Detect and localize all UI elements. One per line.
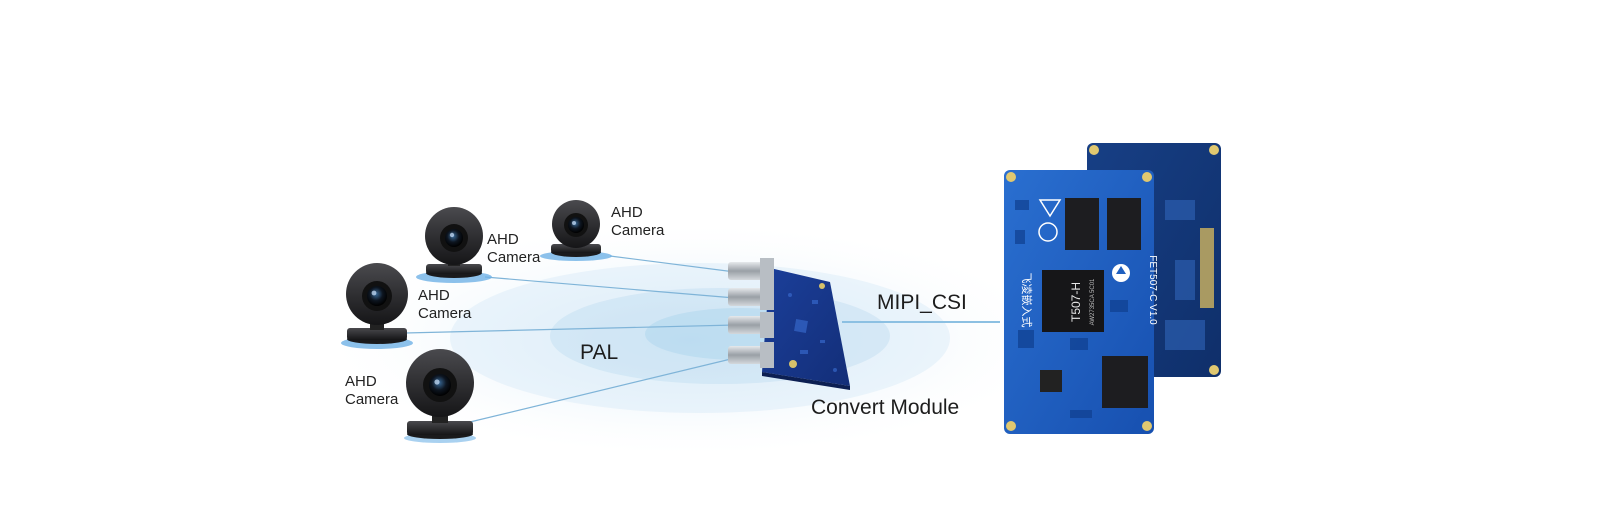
chip-marking: T507-H bbox=[1069, 282, 1083, 322]
camera-1 bbox=[540, 200, 612, 261]
line-camera-2 bbox=[484, 276, 736, 299]
bnc-connector-1 bbox=[728, 258, 774, 284]
emmc-chip bbox=[1102, 356, 1148, 408]
camera-label-1-line1: AHD bbox=[611, 204, 643, 221]
connection-lines bbox=[404, 255, 1000, 423]
chip-sub-marking: AW2735CA 5C01 bbox=[1090, 278, 1096, 325]
bnc-connector-4 bbox=[728, 342, 774, 368]
camera-label-3-line2: Camera bbox=[418, 305, 472, 322]
line-camera-4 bbox=[469, 357, 736, 423]
camera-label-3: AHD Camera bbox=[418, 287, 471, 323]
som-board-front: T507-H AW2735CA 5C01 FET507-C V1.0 飞凌嵌入式 bbox=[1004, 170, 1158, 434]
bnc-connector-2 bbox=[728, 284, 774, 310]
board-silkscreen: FET507-C V1.0 bbox=[1147, 255, 1158, 325]
bnc-connector-3 bbox=[728, 312, 774, 338]
brand-silkscreen: 飞凌嵌入式 bbox=[1020, 273, 1034, 328]
convert-module-board bbox=[728, 258, 850, 390]
camera-label-2: AHD Camera bbox=[487, 231, 540, 267]
ram-chip-1 bbox=[1065, 198, 1099, 250]
camera-label-4-line1: AHD bbox=[345, 373, 377, 390]
interface-label: MIPI_CSI bbox=[877, 291, 967, 314]
soc-chip bbox=[1042, 270, 1104, 332]
camera-label-2-line2: Camera bbox=[487, 249, 541, 266]
camera-2 bbox=[416, 207, 492, 283]
camera-label-1-line2: Camera bbox=[611, 222, 665, 239]
camera-3 bbox=[341, 263, 413, 349]
camera-label-3-line1: AHD bbox=[418, 287, 450, 304]
signal-label: PAL bbox=[580, 341, 619, 364]
ram-chip-2 bbox=[1107, 198, 1141, 250]
camera-4 bbox=[404, 349, 476, 443]
camera-label-4: AHD Camera bbox=[345, 373, 398, 409]
camera-label-2-line1: AHD bbox=[487, 231, 519, 248]
module-label: Convert Module bbox=[811, 396, 960, 419]
camera-label-1: AHD Camera bbox=[611, 204, 664, 240]
line-camera-1 bbox=[609, 255, 736, 273]
line-camera-3 bbox=[404, 324, 736, 334]
camera-label-4-line2: Camera bbox=[345, 391, 399, 408]
